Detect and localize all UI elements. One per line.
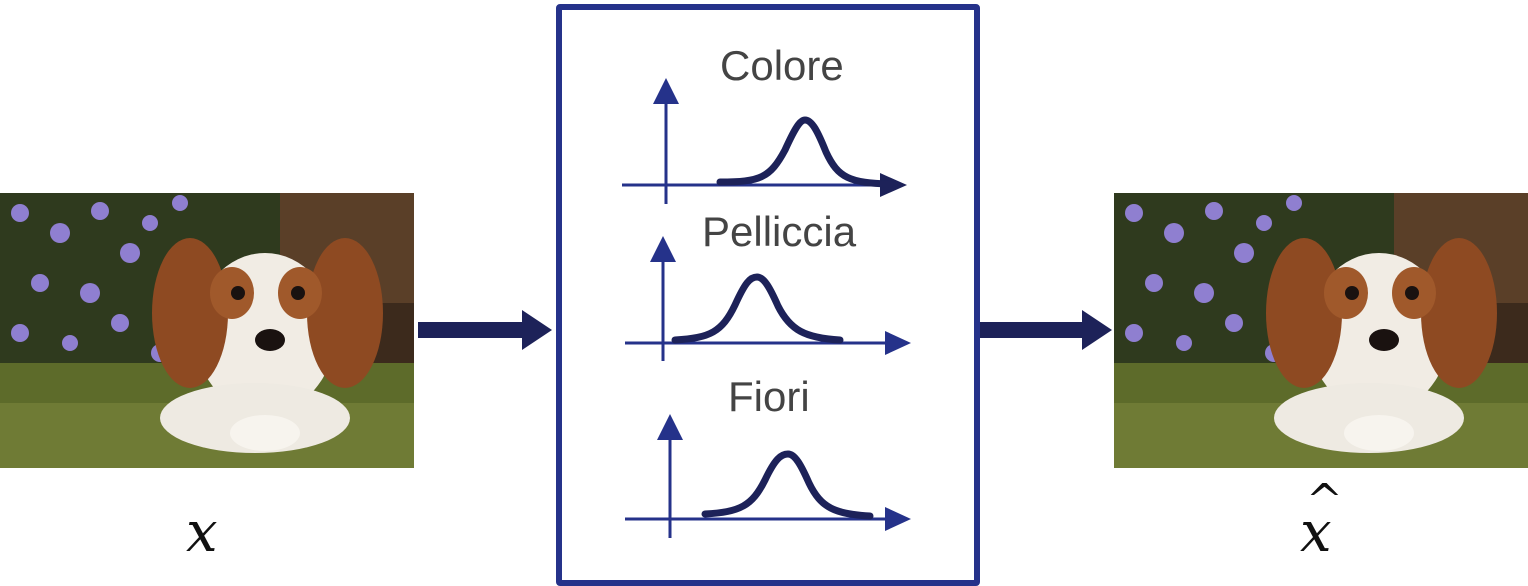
input-flow-arrow: [418, 310, 552, 350]
x-axis-arrowhead: [885, 331, 911, 355]
puppy-photo: [0, 193, 414, 468]
y-axis-arrowhead: [657, 414, 683, 440]
output-image: [1114, 193, 1528, 468]
gaussian-curve: [716, 116, 894, 188]
latent-features-panel: [556, 4, 980, 586]
feature-title-pelliccia: Pelliccia: [702, 208, 857, 255]
input-image: [0, 193, 414, 468]
output-variable-letter: x: [1300, 500, 1332, 565]
x-axis-arrowhead: [880, 173, 907, 197]
distribution-plot-colore: [622, 78, 907, 204]
feature-title-fiori: Fiori: [728, 373, 810, 420]
distribution-plot-pelliccia: [625, 236, 911, 361]
output-variable-label: ^ x: [1300, 479, 1343, 561]
input-variable-label: x: [186, 500, 218, 565]
distribution-plot-fiori: [625, 414, 911, 538]
gaussian-curve: [671, 273, 844, 344]
y-axis-arrowhead: [653, 78, 679, 104]
output-flow-arrow: [978, 310, 1112, 350]
x-axis-arrowhead: [885, 507, 911, 531]
y-axis-arrowhead: [650, 236, 676, 262]
gaussian-curve: [701, 450, 874, 520]
feature-title-colore: Colore: [720, 42, 844, 89]
hat-symbol: ^: [1306, 475, 1343, 526]
puppy-photo: [1114, 193, 1528, 468]
